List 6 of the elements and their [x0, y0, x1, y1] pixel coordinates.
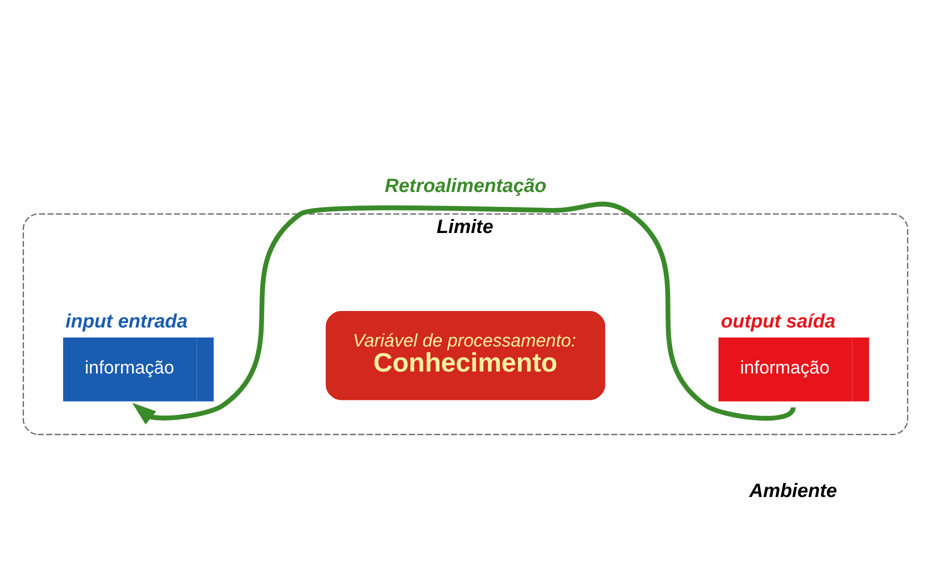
node-label: output saída — [720, 312, 836, 333]
label: Ambiente — [749, 480, 837, 502]
node-box: Variável de processamento: Conhecimento — [326, 310, 606, 400]
arrow — [132, 202, 796, 425]
edge-label: Retroalimentação — [384, 176, 546, 198]
node-label: input entrada — [66, 312, 188, 333]
